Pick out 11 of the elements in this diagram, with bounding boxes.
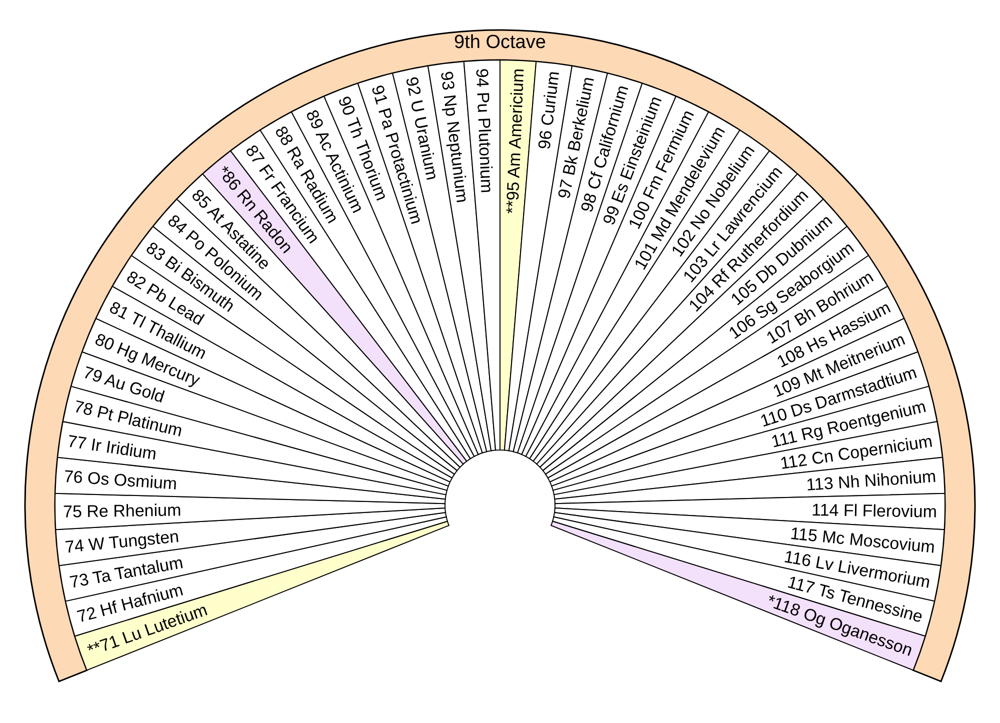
element-label: 77 Ir Iridium — [66, 432, 158, 462]
band-title: 9th Octave — [454, 32, 546, 54]
element-label: 93 Np Neptunium — [438, 70, 472, 204]
element-label: 114 Fl Flerovium — [812, 501, 938, 520]
element-label: 76 Os Osmium — [63, 467, 178, 492]
element-label: 96 Curium — [535, 70, 562, 150]
element-label: 113 Nh Nihonium — [806, 467, 937, 494]
element-label: 74 W Tungsten — [64, 527, 180, 556]
element-label: 94 Pu Plutonium — [474, 68, 496, 194]
element-label: 75 Re Rhenium — [62, 501, 182, 520]
element-label: **95 Am Americium — [503, 68, 526, 214]
